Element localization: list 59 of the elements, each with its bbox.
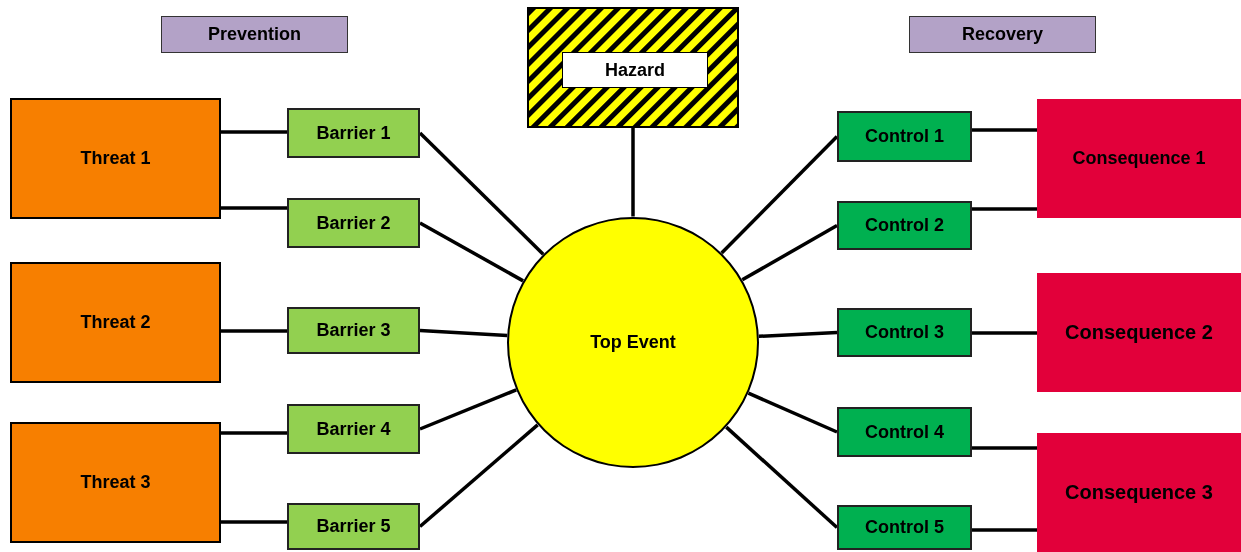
node-label: Prevention: [208, 24, 301, 45]
control-box: [837, 308, 972, 357]
connector-line: [725, 425, 839, 529]
node-label: Consequence 1: [1072, 148, 1206, 169]
node-label: Barrier 5: [316, 516, 391, 537]
node-label: Barrier 2: [316, 212, 391, 234]
node-label: Barrier 4: [316, 418, 391, 440]
threat-box: [10, 98, 221, 219]
barrier-box: [287, 108, 420, 158]
connector-line: [221, 130, 287, 134]
heading-box: [161, 16, 348, 53]
threat-box: [10, 422, 221, 543]
node-label: Recovery: [961, 24, 1044, 45]
node-label: Control 1: [865, 126, 944, 147]
node-label: Hazard: [605, 59, 665, 81]
barrier-box: [287, 404, 420, 454]
connector-line: [741, 224, 838, 282]
hazard-box: [562, 52, 708, 88]
node-label: Barrier 1: [316, 122, 391, 144]
node-label: Top Event: [590, 332, 676, 353]
connector-line: [972, 207, 1037, 211]
connector-line: [747, 391, 838, 434]
connector-line: [419, 221, 524, 283]
control-box: [837, 111, 972, 162]
connector-line: [221, 329, 287, 333]
connector-line: [972, 528, 1037, 532]
connector-line: [419, 388, 517, 431]
hazard-hatched-box: [527, 7, 739, 128]
consequence-box: [1037, 433, 1241, 552]
connector-line: [221, 431, 287, 435]
connector-line: [972, 446, 1037, 450]
node-label: Control 4: [865, 421, 944, 443]
connector-line: [972, 128, 1037, 132]
node-label: Threat 2: [80, 312, 151, 333]
node-label: Threat 3: [80, 472, 151, 493]
consequence-box: [1037, 273, 1241, 392]
connector-line: [720, 135, 839, 255]
connector-line: [972, 331, 1037, 335]
heading-box: [909, 16, 1096, 53]
threat-box: [10, 262, 221, 383]
node-label: Barrier 3: [316, 320, 391, 341]
barrier-box: [287, 307, 420, 354]
node-label: Threat 1: [80, 148, 151, 169]
control-box: [837, 201, 972, 250]
consequence-box: [1037, 99, 1241, 218]
node-label: Consequence 2: [1065, 321, 1213, 344]
connector-line: [419, 328, 508, 338]
connector-line: [631, 128, 635, 217]
connector-line: [221, 206, 287, 210]
control-box: [837, 505, 972, 550]
connector-line: [758, 330, 838, 339]
barrier-box: [287, 198, 420, 248]
node-label: Control 2: [865, 215, 944, 236]
barrier-box: [287, 503, 420, 550]
node-label: Control 5: [865, 517, 944, 538]
node-label: Consequence 3: [1065, 481, 1213, 504]
connector-line: [221, 520, 287, 524]
control-box: [837, 407, 972, 457]
node-label: Control 3: [865, 322, 944, 343]
